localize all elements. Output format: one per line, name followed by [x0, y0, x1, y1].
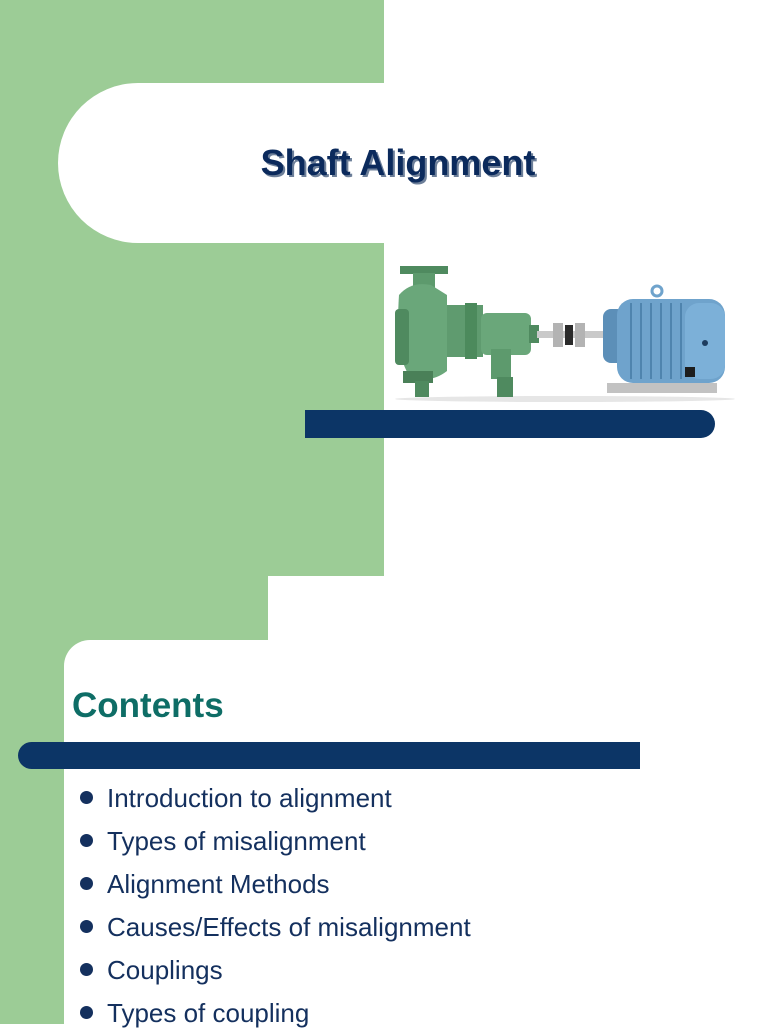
list-item: Types of coupling [78, 992, 471, 1035]
list-item-label: Couplings [107, 955, 223, 985]
bullet-icon [80, 920, 93, 933]
bullet-icon [80, 791, 93, 804]
list-item-label: Types of coupling [107, 998, 310, 1028]
slide-title: Shaft Alignment [260, 142, 536, 183]
list-item: Causes/Effects of misalignment [78, 906, 471, 949]
accent-bar [18, 742, 640, 769]
list-item: Types of misalignment [78, 820, 471, 863]
bullet-icon [80, 1006, 93, 1019]
contents-list: Introduction to alignment Types of misal… [78, 777, 471, 1035]
bullet-icon [80, 963, 93, 976]
list-item-label: Alignment Methods [107, 869, 330, 899]
content-card [64, 640, 768, 1024]
list-item: Alignment Methods [78, 863, 471, 906]
list-item-label: Introduction to alignment [107, 783, 392, 813]
accent-bar [305, 410, 715, 438]
list-item: Introduction to alignment [78, 777, 471, 820]
list-item-label: Causes/Effects of misalignment [107, 912, 471, 942]
pump-motor-illustration [395, 266, 735, 402]
pump-motor-image [385, 243, 737, 403]
list-item: Couplings [78, 949, 471, 992]
title-card [58, 83, 398, 243]
bullet-icon [80, 877, 93, 890]
bullet-icon [80, 834, 93, 847]
contents-heading: Contents [72, 686, 224, 725]
list-item-label: Types of misalignment [107, 826, 366, 856]
